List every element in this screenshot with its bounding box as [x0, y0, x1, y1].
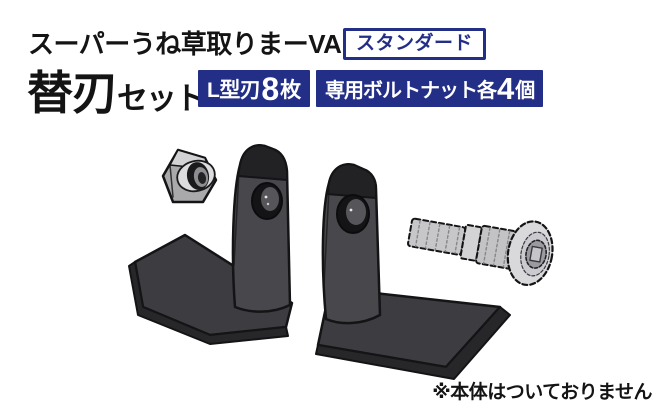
blade-badge-prefix: L型刃: [207, 78, 261, 102]
blade-badge-suffix: 枚: [280, 78, 301, 102]
boltnut-badge-count: 4: [497, 71, 515, 106]
boltnut-badge-suffix: 個: [515, 80, 535, 102]
bolt-illustration: [407, 217, 554, 287]
disclaimer-note: ※本体はついておりません: [432, 382, 652, 403]
set-title-main: 替刃: [27, 67, 118, 119]
blade-badge-count: 8: [261, 70, 280, 107]
boltnut-badge-prefix: 専用ボルトナット各: [325, 80, 497, 102]
l-blade-left-illustration: [128, 144, 294, 345]
l-blade-right-illustration: [315, 163, 511, 380]
product-illustration: [128, 144, 554, 380]
product-series-title: スーパーうね草取りまーVA: [28, 29, 342, 59]
boltnut-count-badge: 専用ボルトナット各 4 個: [316, 70, 544, 107]
hex-nut-illustration: [161, 148, 218, 204]
blade-count-badge: L型刃 8 枚: [198, 70, 310, 107]
set-title-sub: セット: [117, 81, 206, 116]
product-set-title: 替刃 セット: [27, 57, 206, 123]
grade-badge: スタンダード: [343, 28, 487, 60]
